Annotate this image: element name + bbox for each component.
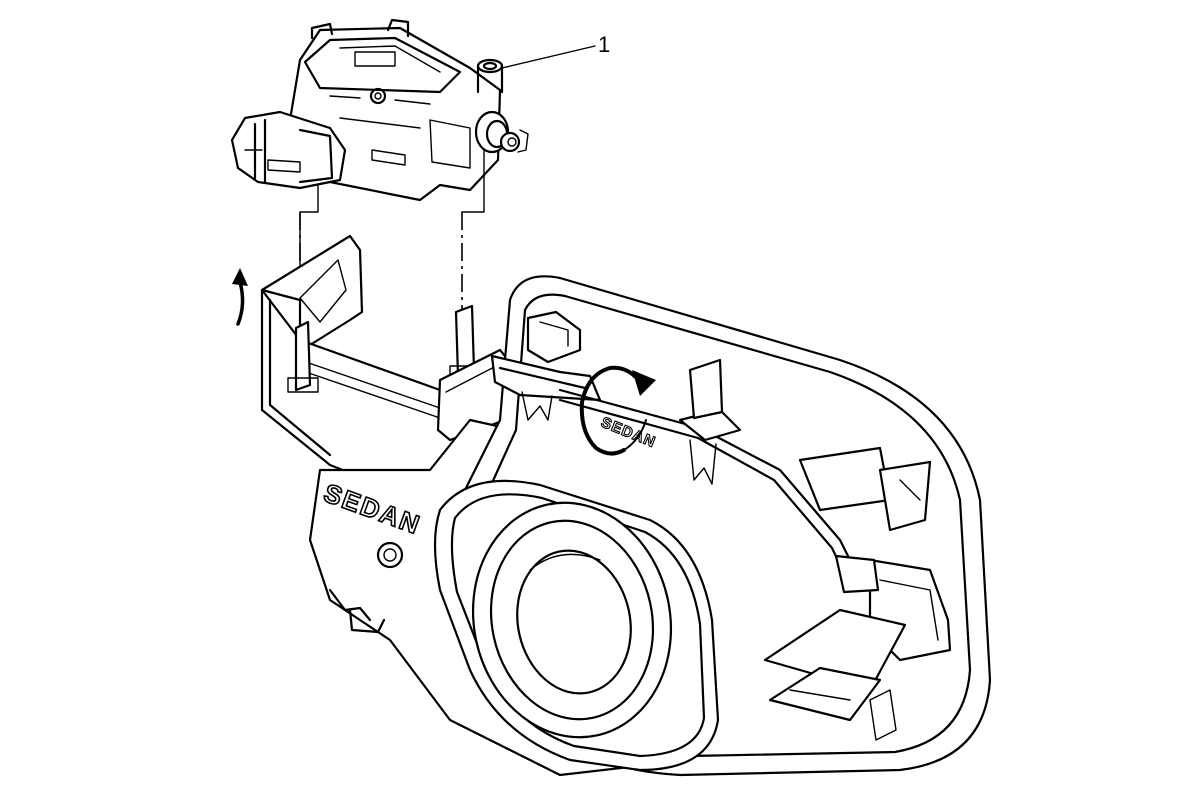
fuel-door-actuator bbox=[230, 18, 529, 202]
rotate-arrow-icon bbox=[579, 365, 656, 456]
curved-arrow-icon bbox=[232, 268, 248, 326]
door-inner-details bbox=[490, 310, 952, 741]
callout-1: 1 bbox=[501, 32, 610, 69]
callout-label: 1 bbox=[598, 32, 610, 57]
